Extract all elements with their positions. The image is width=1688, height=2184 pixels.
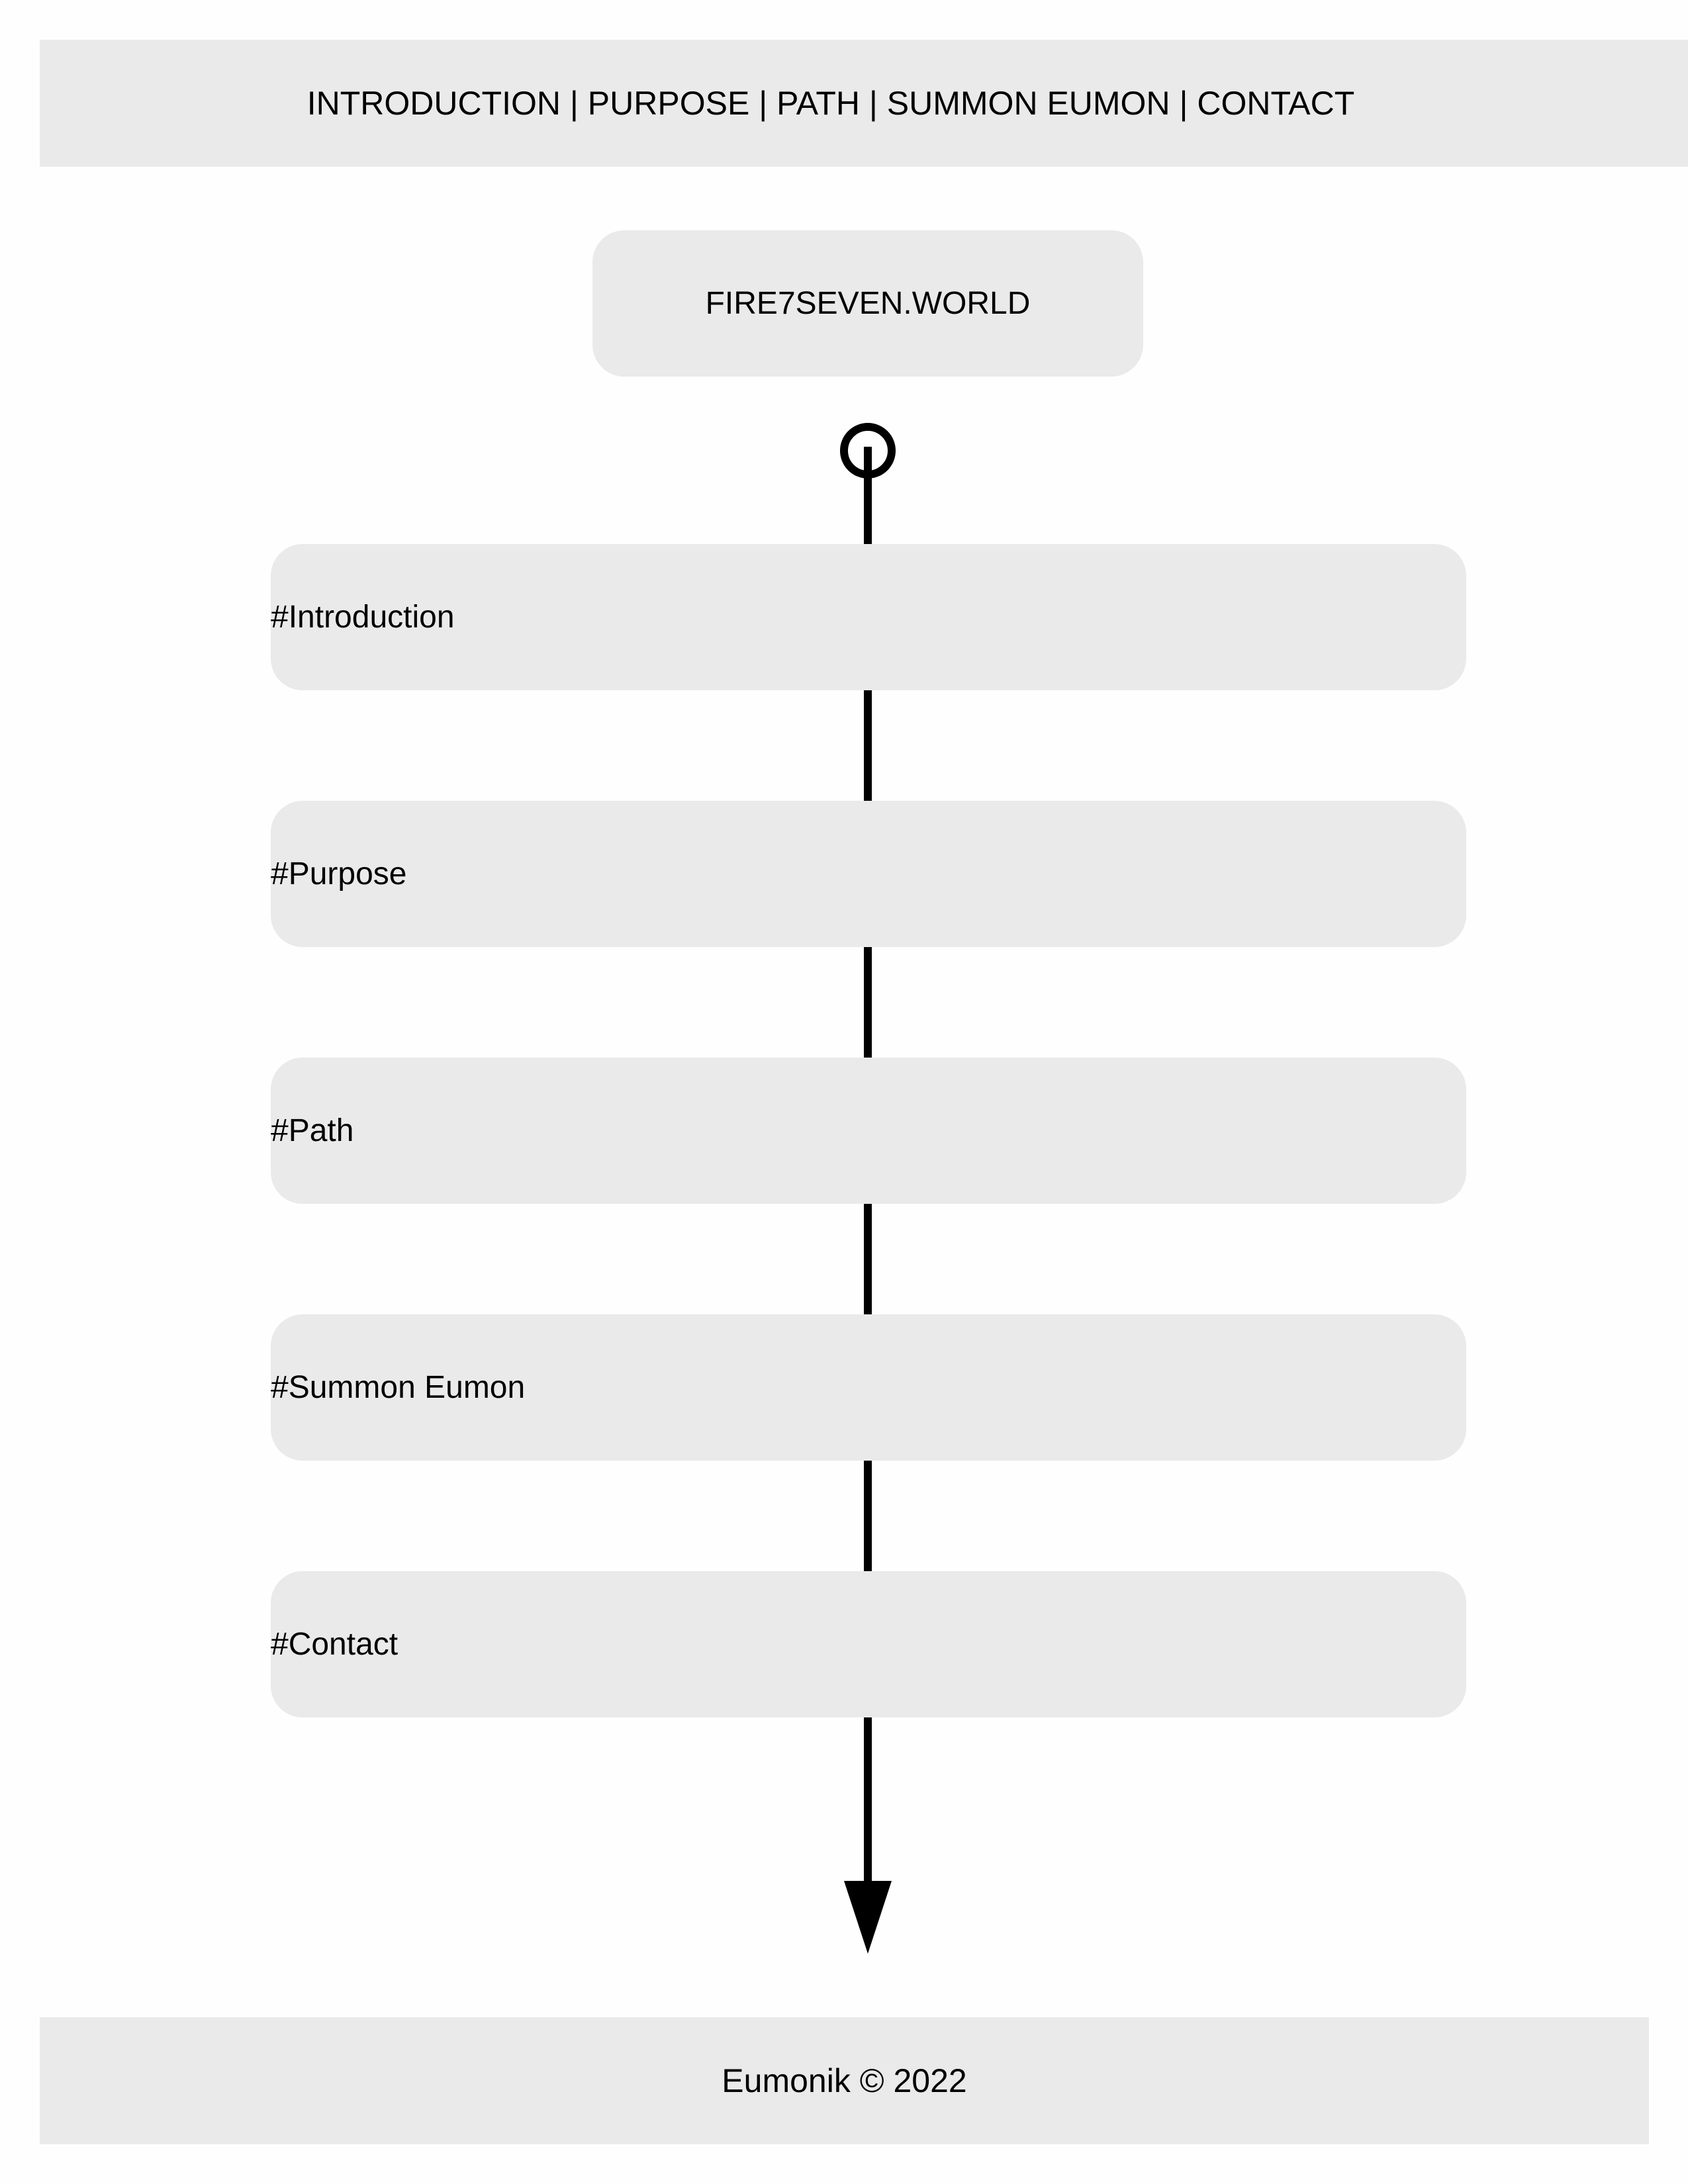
nav-link-purpose[interactable]: PURPOSE [587,85,750,122]
section-label: #Summon Eumon [271,1370,526,1405]
nav-link-contact[interactable]: CONTACT [1197,85,1355,122]
circle-start-icon [840,423,896,478]
section-introduction[interactable]: #Introduction [271,544,1466,690]
nav-separator: | [749,85,777,122]
section-label: #Contact [271,1627,399,1662]
footer-copyright: Eumonik © 2022 [722,2062,967,2099]
nav-separator: | [1170,85,1197,122]
section-contact[interactable]: #Contact [271,1571,1466,1717]
section-purpose[interactable]: #Purpose [271,801,1466,947]
site-title-box[interactable]: FIRE7SEVEN.WORLD [592,230,1143,377]
nav-link-summon-eumon[interactable]: SUMMON EUMON [886,85,1170,122]
section-path[interactable]: #Path [271,1058,1466,1204]
section-label: #Purpose [271,856,407,891]
nav-link-path[interactable]: PATH [776,85,861,122]
section-label: #Introduction [271,600,455,635]
site-title: FIRE7SEVEN.WORLD [705,286,1031,321]
top-nav-bar: INTRODUCTION | PURPOSE | PATH | SUMMON E… [40,40,1688,167]
footer-bar: Eumonik © 2022 [40,2017,1649,2144]
section-summon-eumon[interactable]: #Summon Eumon [271,1314,1466,1461]
section-label: #Path [271,1113,354,1148]
arrow-down-icon [844,1881,892,1954]
nav-separator: | [860,85,887,122]
nav-separator: | [561,85,588,122]
nav-link-introduction[interactable]: INTRODUCTION [306,85,561,122]
